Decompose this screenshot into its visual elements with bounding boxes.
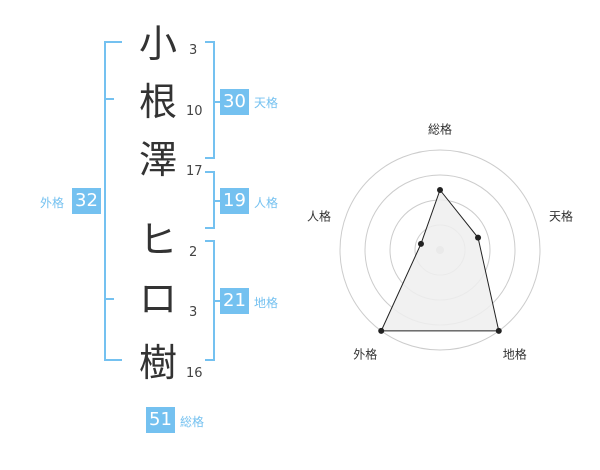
name-char-1: 小 [138, 22, 177, 66]
stroke-count-3: 17 [186, 164, 203, 179]
radar-point-2 [475, 234, 482, 241]
soukaku-value: 51 [146, 407, 175, 433]
radar-point-1 [437, 187, 443, 193]
radar-axis-label-2: 天格 [549, 208, 573, 223]
bracket-tick [104, 298, 114, 300]
radar-point-4 [378, 327, 385, 334]
name-char-5: ロ [138, 277, 177, 321]
tenkaku-bracket [205, 41, 215, 159]
name-char-2: 根 [138, 80, 177, 124]
gaikaku-value: 32 [72, 188, 101, 214]
bracket-connector [213, 300, 221, 302]
soukaku-label: 総格 [180, 415, 205, 429]
stroke-count-5: 3 [189, 305, 198, 320]
radar-axis-label-1: 総格 [428, 122, 452, 137]
jinkaku-label: 人格 [254, 196, 279, 210]
tenkaku-value: 30 [220, 89, 249, 115]
tenkaku-label: 天格 [254, 96, 279, 110]
stroke-count-2: 10 [186, 104, 203, 119]
stroke-count-1: 3 [189, 43, 198, 58]
bracket-connector [213, 200, 221, 202]
chikaku-label: 地格 [254, 296, 279, 310]
radar-axis-label-5: 人格 [307, 208, 331, 223]
chikaku-value: 21 [220, 288, 249, 314]
radar-axis-label-3: 地格 [503, 347, 527, 362]
stroke-count-6: 16 [186, 366, 203, 381]
radar-axis-label-4: 外格 [353, 347, 377, 362]
name-char-3: 澤 [138, 138, 177, 182]
bracket-connector [213, 101, 221, 103]
name-char-6: 樹 [138, 341, 177, 385]
gaikaku-bracket [104, 41, 122, 361]
jinkaku-value: 19 [220, 188, 249, 214]
radar-point-5 [417, 240, 424, 247]
radar-polygon [380, 188, 500, 332]
bracket-tick [104, 98, 114, 100]
gaikaku-label: 外格 [40, 196, 65, 210]
radar-point-3 [495, 327, 502, 334]
stroke-count-4: 2 [189, 245, 198, 260]
name-char-4: ヒ [138, 218, 177, 262]
